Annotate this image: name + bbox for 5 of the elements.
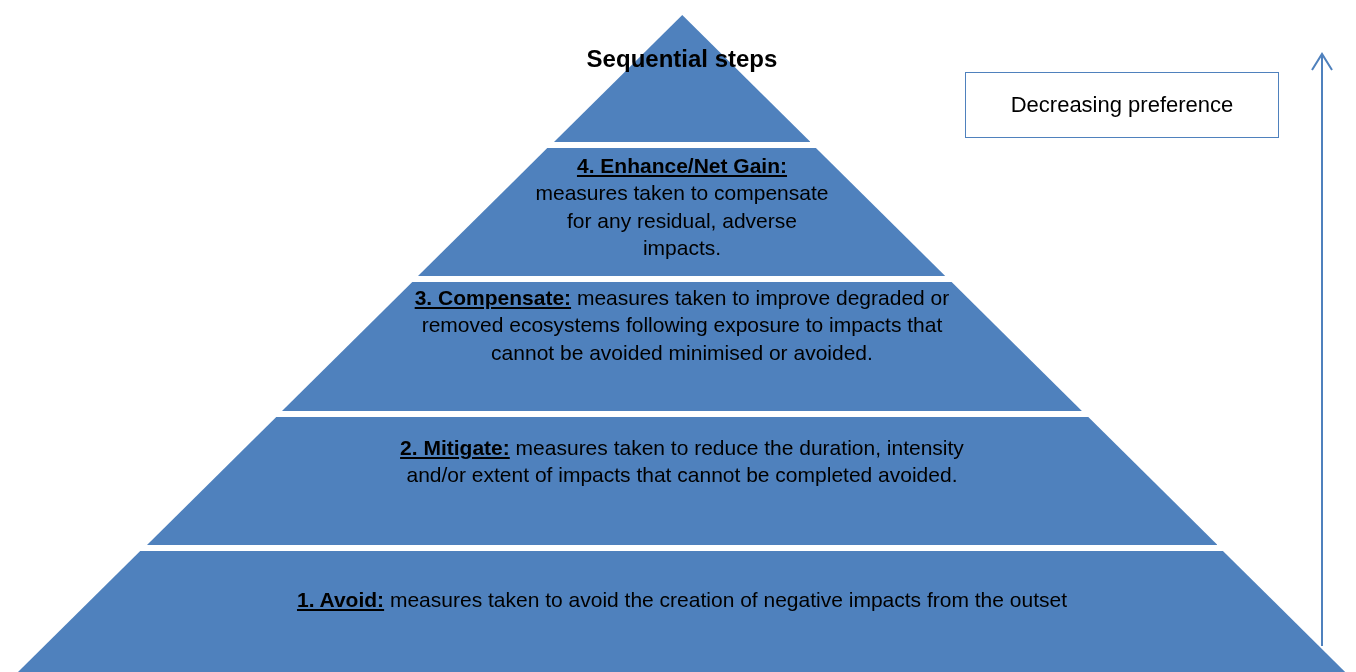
tier-text: 1. Avoid: measures taken to avoid the creation of negative impacts from the outset: [296, 587, 1068, 613]
tier-text: 4. Enhance/Net Gain: measures taken to compensate for any residual, adverse impacts.: [534, 153, 830, 261]
tier-text: 2. Mitigate: measures taken to reduce the duration, intensity and/or extent of impacts that cannot be completed avoided.: [399, 435, 965, 489]
preference-label: Decreasing preference: [965, 72, 1279, 138]
tier-text: 3. Compensate: measures taken to improve degraded or removed ecosystems following exposure to impacts that cannot be avoided minimised or avoided.: [413, 285, 951, 366]
